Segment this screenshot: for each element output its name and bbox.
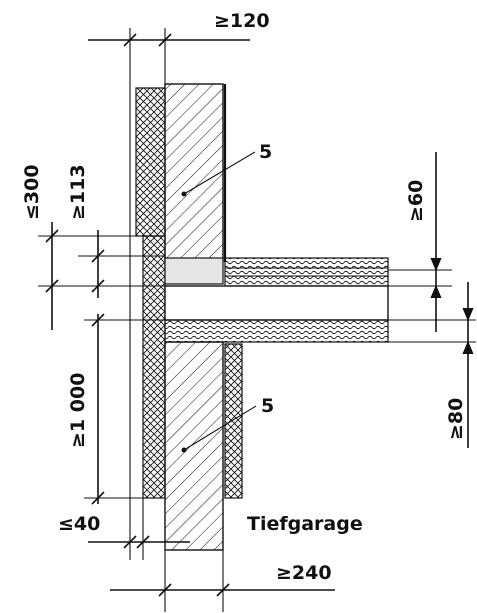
label-garage: Tiefgarage — [247, 513, 363, 535]
bearing-block — [164, 257, 224, 285]
dimension-top: ≥120 — [88, 10, 270, 47]
label-right-60: ≥60 — [405, 180, 427, 222]
upper-wall-insulation — [135, 87, 166, 237]
label-top-width: ≥120 — [214, 10, 270, 32]
dimension-left-upper: ≤300 ≥113 — [21, 164, 165, 330]
ceiling-insulation — [164, 319, 389, 343]
label-height-300: ≤300 — [21, 164, 43, 220]
dimension-right-lower: ≥80 — [388, 282, 476, 448]
upper-wall — [135, 83, 227, 262]
label-callout-lower: 5 — [261, 395, 274, 417]
label-bottom-40: ≤40 — [58, 513, 100, 535]
label-height-113: ≥113 — [67, 164, 89, 220]
callout-lower: 5 — [181, 395, 274, 453]
lower-wall — [164, 341, 243, 551]
perimeter-insulation — [142, 235, 166, 499]
dimension-bottom-left: ≤40 — [58, 498, 190, 560]
floor-layers — [224, 257, 389, 287]
dimension-right-upper: ≥60 — [388, 152, 452, 332]
dimension-left-lower: ≥1 000 — [67, 313, 165, 505]
ceiling-slab — [164, 257, 389, 343]
label-height-1000: ≥1 000 — [67, 373, 89, 448]
lower-wall-concrete — [164, 341, 224, 551]
lower-wall-insulation — [224, 343, 243, 499]
label-callout-upper: 5 — [259, 141, 272, 163]
upper-wall-concrete — [164, 83, 224, 261]
callout-upper: 5 — [181, 141, 272, 197]
label-bottom-240: ≥240 — [276, 562, 332, 584]
dimension-bottom-right: ≥240 — [110, 550, 335, 612]
label-right-80: ≥80 — [445, 398, 467, 440]
slab-concrete — [164, 285, 389, 321]
